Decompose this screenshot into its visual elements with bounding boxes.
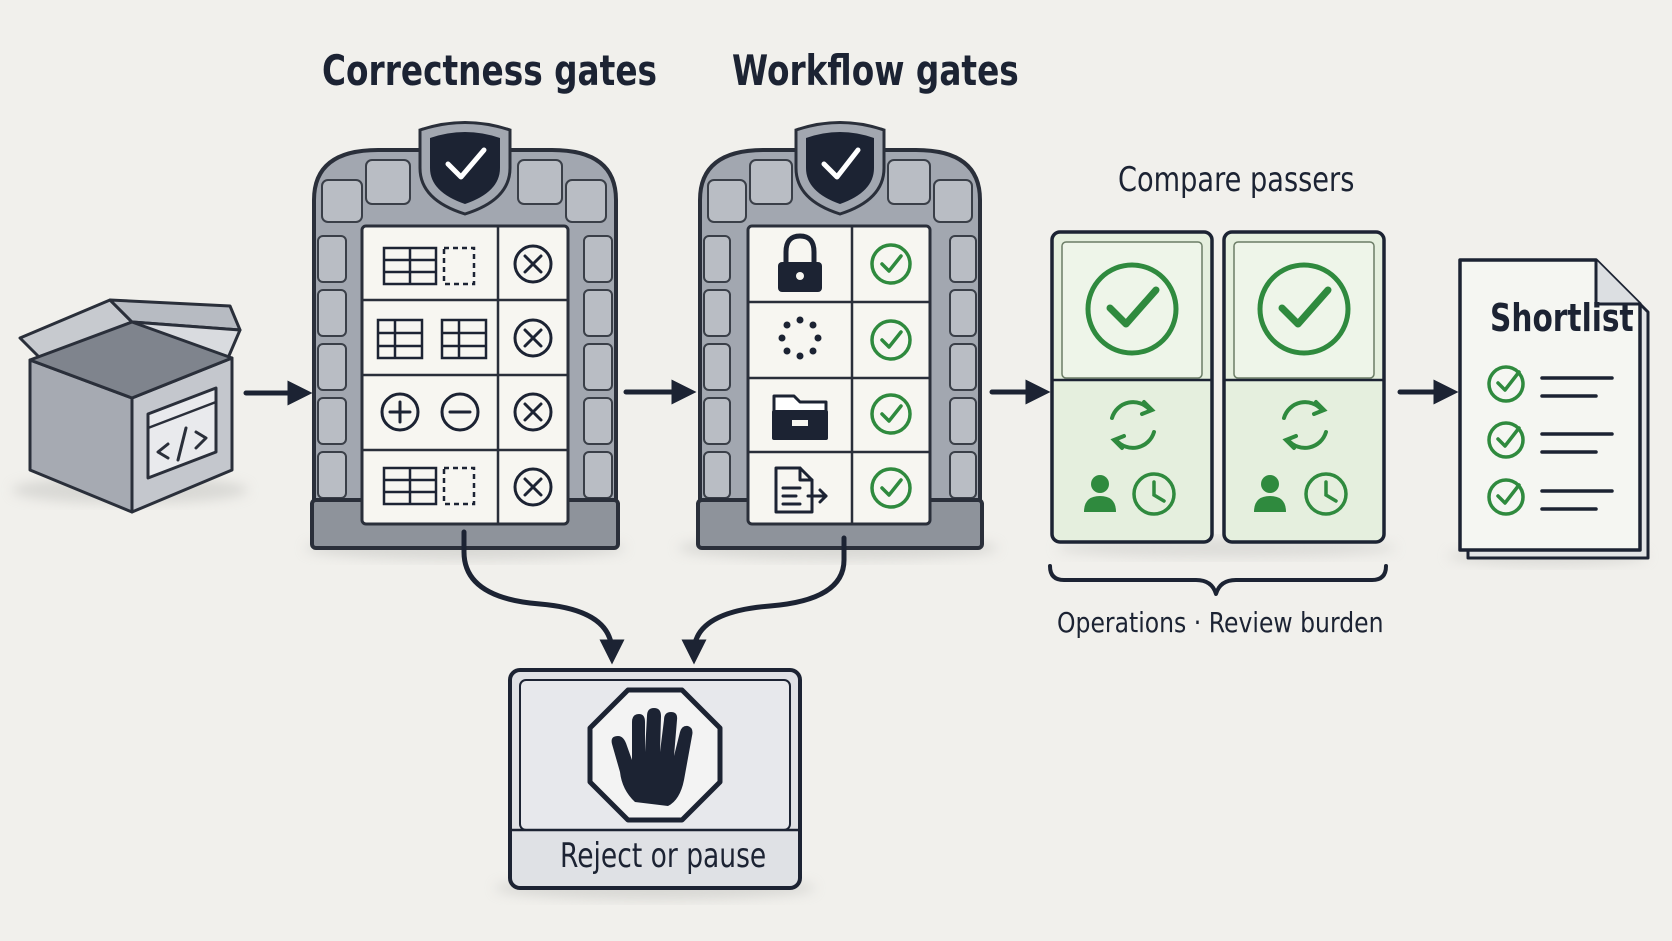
shield-check-icon [794,121,886,216]
check-circle-icon [1257,262,1351,356]
correctness-gate [305,121,625,560]
shield-check-icon [418,121,512,216]
compare-passers-title: Compare passers [1118,160,1355,200]
arrow-workflow-to-reject [681,535,847,665]
person-icon [1084,475,1116,512]
brace [1048,564,1388,596]
lock-icon [778,233,822,292]
clock-icon [1304,472,1348,516]
reject-label: Reject or pause [560,836,767,876]
compare-caption: Operations · Review burden [1057,606,1384,639]
stop-hand-icon [587,687,723,823]
reject-box [495,668,815,900]
compare-passers [1048,230,1396,596]
check-circle-icon [1487,365,1525,516]
arrow-correctness-to-reject [461,529,625,665]
workflow-gate [678,121,998,560]
refresh-icon [1282,400,1328,450]
candidate-card [1050,230,1214,544]
candidate-card [1222,230,1386,544]
refresh-icon [1110,400,1156,450]
person-icon [1254,475,1286,512]
code-box-icon [12,298,248,514]
correctness-gates-title: Correctness gates [322,46,658,95]
workflow-gates-title: Workflow gates [732,46,1019,95]
document-export-icon [774,466,828,514]
table-diff-icon [376,318,488,360]
clock-icon [1132,472,1176,516]
shortlist-title: Shortlist [1490,296,1634,340]
loading-icon [778,316,822,360]
table-compare-icon [382,246,476,286]
folder-icon [772,394,828,440]
x-circle-icon [513,244,553,507]
shortlist-document [1448,258,1650,566]
check-circle-icon [1085,262,1179,356]
plus-minus-icon [380,392,480,432]
list-lines [1540,376,1614,511]
check-circle-icon [870,243,912,509]
table-missing-icon [382,466,476,506]
